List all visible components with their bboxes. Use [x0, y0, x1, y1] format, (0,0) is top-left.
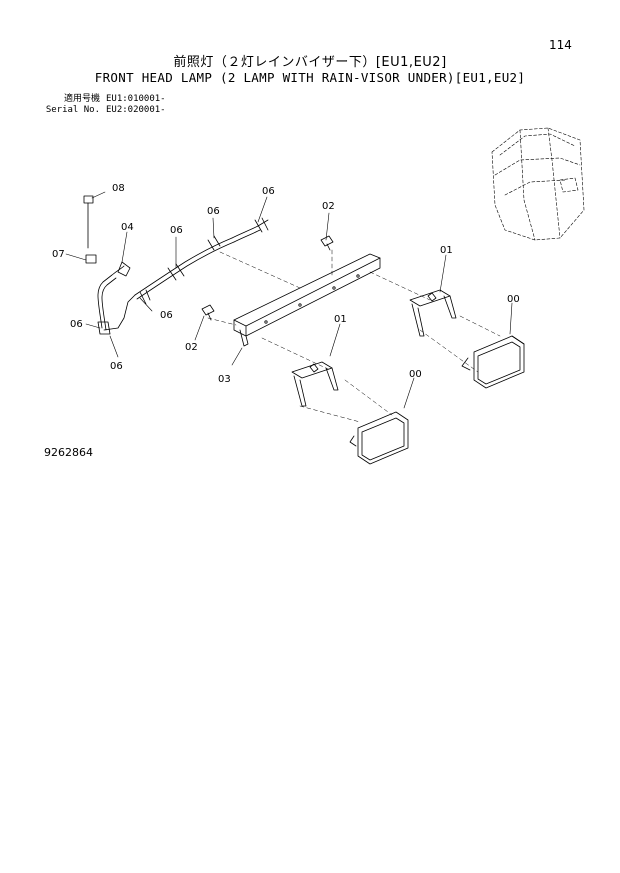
page-number: 114: [549, 38, 572, 52]
serial-label: Serial No.: [45, 105, 100, 115]
callout-06: 06: [160, 310, 173, 321]
head-lamp-00-lower: [349, 411, 409, 465]
bolt-02-upper: [320, 235, 334, 251]
alignment-lines: [207, 249, 501, 423]
bolt-08: [83, 195, 94, 249]
nut-07: [85, 254, 97, 264]
part-callouts: 08 04 07 06 06 06 06 06 06 02 02 03 01 0…: [52, 183, 520, 385]
callout-06: 06: [110, 361, 123, 372]
callout-06: 06: [207, 206, 220, 217]
callout-02: 02: [322, 201, 335, 212]
callout-06: 06: [170, 225, 183, 236]
callout-07: 07: [52, 249, 65, 260]
callout-06: 06: [262, 186, 275, 197]
serial-value: EU2:020001-: [106, 105, 166, 115]
head-lamp-00-right: [461, 335, 525, 389]
page-title-japanese: 前照灯（２灯レインバイザー下）[EU1,EU2]: [173, 55, 447, 70]
page-title-english: FRONT HEAD LAMP (2 LAMP WITH RAIN-VISOR …: [94, 70, 526, 85]
callout-03: 03: [218, 374, 231, 385]
lamp-bracket-01-lower: [291, 361, 339, 407]
serial-value: EU1:010001-: [106, 94, 166, 104]
mounting-bracket-03: [233, 253, 381, 347]
machine-cab-sketch: [491, 127, 585, 241]
callout-00: 00: [409, 369, 422, 380]
bolt-02-lower: [201, 304, 215, 321]
serial-row: 適用号機 EU1:010001-: [42, 94, 166, 105]
wiring-harness: [97, 217, 269, 335]
serial-row: Serial No. EU2:020001-: [42, 105, 166, 116]
leader-lines: [65, 191, 513, 409]
callout-01: 01: [440, 245, 453, 256]
document-number: 9262864: [44, 446, 93, 459]
callout-04: 04: [121, 222, 134, 233]
callout-00: 00: [507, 294, 520, 305]
callout-08: 08: [112, 183, 125, 194]
serial-number-table: 適用号機 EU1:010001- Serial No. EU2:020001-: [42, 94, 166, 116]
callout-02: 02: [185, 342, 198, 353]
serial-label: 適用号機: [63, 94, 100, 104]
lamp-bracket-01-upper: [409, 289, 457, 337]
callout-06: 06: [70, 319, 83, 330]
callout-01: 01: [334, 314, 347, 325]
